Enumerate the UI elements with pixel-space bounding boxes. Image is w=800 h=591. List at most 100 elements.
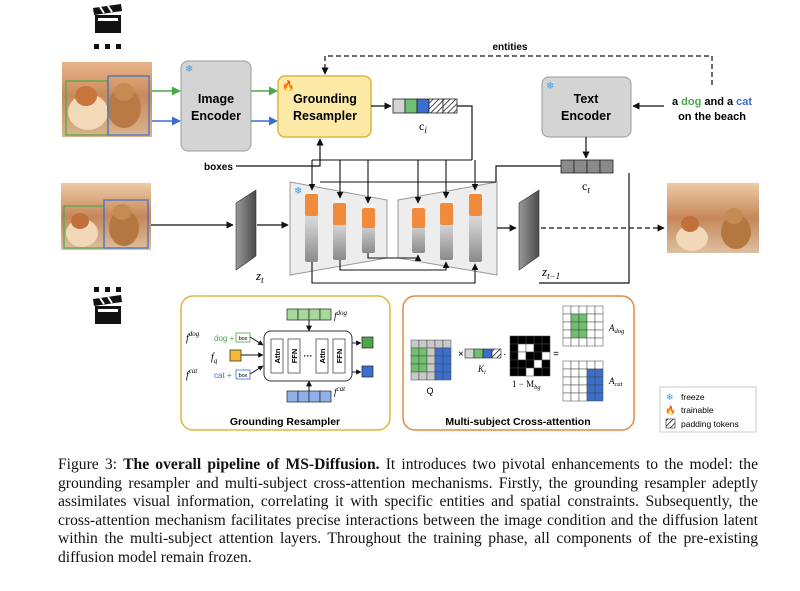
legend-padding: padding tokens [681, 419, 739, 429]
grid-cell [578, 337, 588, 347]
dog-plus: dog + [214, 334, 235, 343]
ci-to-unet [457, 105, 473, 160]
grid-cell [586, 384, 596, 394]
grid-cell [525, 335, 535, 345]
grid-cell [426, 347, 436, 357]
zt1-latent [518, 189, 540, 271]
clapperboard-icon [93, 4, 122, 33]
flame-icon: 🔥 [282, 79, 294, 92]
grid-cell [442, 363, 452, 373]
grid-cell [541, 335, 551, 345]
grid-cell [410, 347, 420, 357]
grid-cell [418, 363, 428, 373]
grid-cell [570, 321, 580, 331]
grid-cell [442, 355, 452, 365]
attention-bar [469, 192, 482, 262]
grid-cell [562, 329, 572, 339]
grid-cell [434, 339, 444, 349]
grid-cell [562, 368, 572, 378]
grid-cell [586, 305, 596, 315]
grounding-resampler-line2: Resampler [293, 109, 357, 123]
ct-tokens [560, 159, 614, 174]
grid-cell [594, 392, 604, 402]
snowflake-icon: ❄ [294, 186, 302, 197]
entities-label: entities [492, 42, 527, 53]
grid-cell [442, 371, 452, 381]
mask-grid [509, 335, 551, 377]
attention-bar [305, 192, 318, 262]
box-label: box [239, 373, 248, 379]
grid-cell [578, 368, 588, 378]
caption-body: It introduces two pivotal enhancements t… [58, 456, 758, 566]
snowflake-icon: ❄ [666, 392, 674, 402]
attention-bar [333, 200, 346, 260]
resampler-panel-title: Grounding Resampler [230, 416, 340, 428]
zt-latent [235, 189, 257, 271]
grid-cell [578, 305, 588, 315]
prompt-line2: on the beach [678, 111, 746, 123]
grid-cell [594, 360, 604, 370]
grid-cell [578, 384, 588, 394]
grid-cell [533, 343, 543, 353]
ffn-label: FFN [335, 349, 344, 364]
fi-cat-tokens [286, 390, 332, 403]
grid-cell [509, 335, 519, 345]
box-label: box [239, 336, 248, 342]
fi-dog-tokens [286, 308, 332, 321]
grid-cell [578, 392, 588, 402]
grid-cell [570, 337, 580, 347]
grid-cell [570, 392, 580, 402]
caption-prefix: Figure 3: [58, 456, 124, 473]
dots-bottom [94, 287, 121, 292]
cross-attention-panel: Multi-subject Cross-attention Q × Ki · 1… [402, 295, 635, 431]
grid-cell [525, 343, 535, 353]
grid-cell [434, 347, 444, 357]
grid-cell [578, 376, 588, 386]
grid-cell [525, 367, 535, 377]
grid-cell [578, 313, 588, 323]
grid-cell [586, 313, 596, 323]
grid-cell [533, 335, 543, 345]
grid-cell [418, 371, 428, 381]
unet: ❄ [289, 181, 498, 276]
grid-cell [418, 355, 428, 365]
grid-cell [410, 339, 420, 349]
grid-cell [562, 337, 572, 347]
grid-cell [570, 376, 580, 386]
attention-panel-title: Multi-subject Cross-attention [445, 416, 590, 428]
grid-cell [426, 371, 436, 381]
grid-cell [570, 313, 580, 323]
q-grid [410, 339, 452, 381]
caption-title: The overall pipeline of MS-Diffusion. [123, 456, 380, 473]
a-dog-grid [562, 305, 604, 347]
grid-cell [594, 384, 604, 394]
grid-cell [418, 339, 428, 349]
prompt-line1: a dog and a cat [672, 96, 752, 108]
grid-cell [586, 329, 596, 339]
grid-cell [562, 321, 572, 331]
grid-cell [418, 347, 428, 357]
zt1-label: zt−1 [541, 264, 560, 281]
grid-cell [517, 343, 527, 353]
grid-cell [594, 321, 604, 331]
text-encoder-line1: Text [574, 92, 600, 106]
grid-cell [586, 368, 596, 378]
grid-cell [578, 321, 588, 331]
grid-cell [562, 376, 572, 386]
zt-label: zt [255, 268, 264, 285]
attn-label: Attn [318, 348, 327, 363]
grid-cell [578, 329, 588, 339]
legend: ❄ freeze 🔥 trainable padding tokens [659, 386, 757, 433]
grid-cell [570, 305, 580, 315]
grid-cell [410, 363, 420, 373]
flame-icon: 🔥 [665, 405, 676, 415]
grid-cell [562, 392, 572, 402]
snowflake-icon: ❄ [546, 81, 554, 92]
noisy-image [61, 183, 151, 250]
grid-cell [509, 359, 519, 369]
grid-cell [562, 313, 572, 323]
grid-cell [410, 371, 420, 381]
ki-tokens [464, 348, 502, 359]
grid-cell [562, 360, 572, 370]
grid-cell [570, 384, 580, 394]
